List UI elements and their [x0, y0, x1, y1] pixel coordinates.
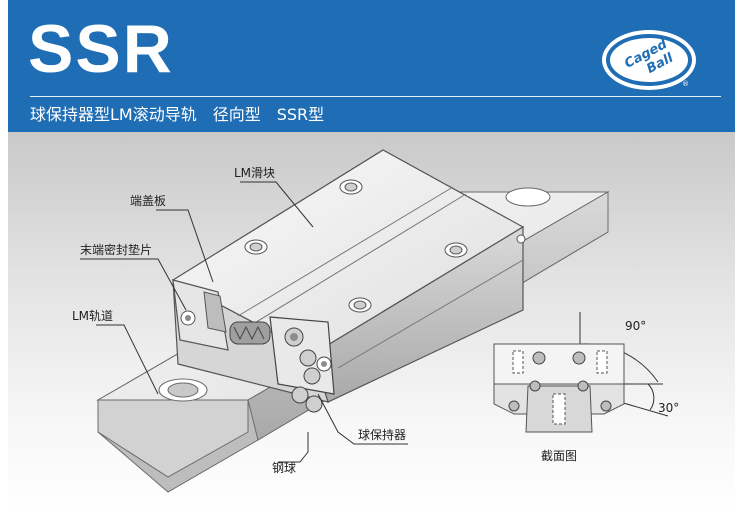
- cross-section-caption: 截面图: [541, 449, 577, 463]
- registered-mark: ®: [682, 80, 689, 88]
- label-end-seal: 末端密封垫片: [80, 242, 152, 257]
- angle-30-label: 30°: [658, 401, 679, 415]
- label-ball-cage: 球保持器: [358, 427, 406, 442]
- ball-cage-cutaway: [229, 316, 335, 413]
- label-lm-block: LM滑块: [234, 166, 275, 180]
- header-banner: SSR Caged Ball ® 球保持器型LM滚动导轨 径向型 SSR型: [8, 0, 735, 132]
- lm-guide-illustration: LM滑块 端盖板 末端密封垫片 LM轨道 钢球 球保持器: [72, 149, 679, 493]
- callout-leaders: [80, 181, 408, 463]
- product-title: SSR: [28, 11, 174, 87]
- illustration-area: LM滑块 端盖板 末端密封垫片 LM轨道 钢球 球保持器: [8, 132, 735, 518]
- header-divider: [30, 96, 721, 97]
- product-subtitle: 球保持器型LM滚动导轨 径向型 SSR型: [30, 105, 325, 124]
- caged-ball-logo: Caged Ball: [602, 30, 696, 90]
- label-lm-rail: LM轨道: [72, 309, 113, 323]
- label-end-plate: 端盖板: [130, 194, 166, 208]
- angle-90-label: 90°: [625, 319, 646, 333]
- end-plate: [172, 279, 229, 351]
- label-steel-ball: 钢球: [272, 461, 296, 475]
- cross-section-figure: [493, 312, 669, 433]
- lm-block: [171, 149, 526, 403]
